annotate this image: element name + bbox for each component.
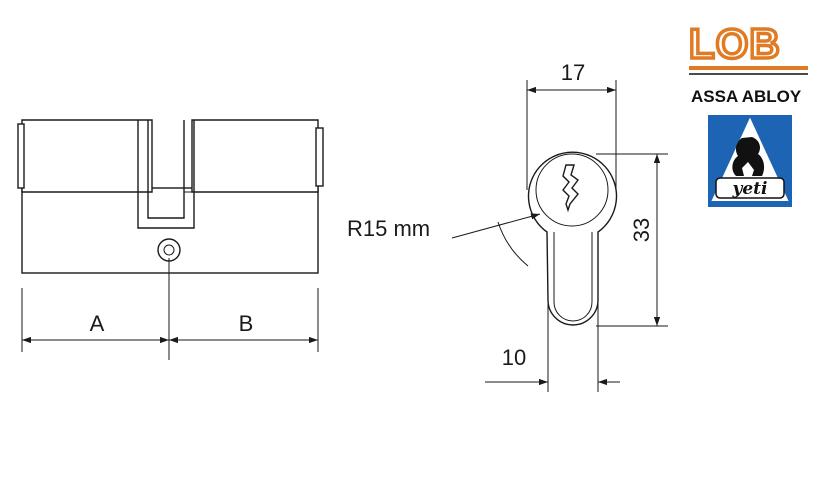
end-cap-left (17, 123, 25, 189)
yeti-figure-icon (732, 137, 765, 176)
yeti-label-plate (715, 177, 785, 199)
dimension-label-b: B (239, 311, 254, 336)
dimension-label-33: 33 (629, 218, 654, 242)
cam-slot-inner (147, 120, 185, 219)
lob-logo: LOB ASSA ABLOY (687, 18, 808, 106)
end-cap-right (315, 127, 324, 187)
assa-abloy-text: ASSA ABLOY (691, 87, 802, 106)
front-view: 17 33 10 R15 mm (347, 60, 668, 392)
dimension-label-10: 10 (502, 345, 526, 370)
side-view: A B (17, 119, 324, 360)
cylinder-profile (527, 151, 618, 326)
radius-arc (497, 221, 529, 267)
lob-logo-text: LOB (689, 20, 781, 67)
dimension-label-a: A (90, 311, 105, 336)
profile-lower-slot (553, 232, 593, 322)
screw-hole-outer (157, 238, 181, 262)
plug-circle (535, 153, 609, 227)
yeti-logo: yeti (708, 115, 792, 207)
radius-leader (451, 213, 541, 239)
cylinder-housing-right (191, 119, 319, 193)
radius-label: R15 mm (347, 216, 430, 241)
keyway (562, 164, 579, 213)
cylinder-housing-left (21, 119, 153, 193)
yeti-logo-text: yeti (731, 179, 767, 199)
cam-slot (137, 120, 195, 229)
screw-hole-inner (163, 244, 175, 256)
dimension-label-17: 17 (561, 60, 585, 85)
